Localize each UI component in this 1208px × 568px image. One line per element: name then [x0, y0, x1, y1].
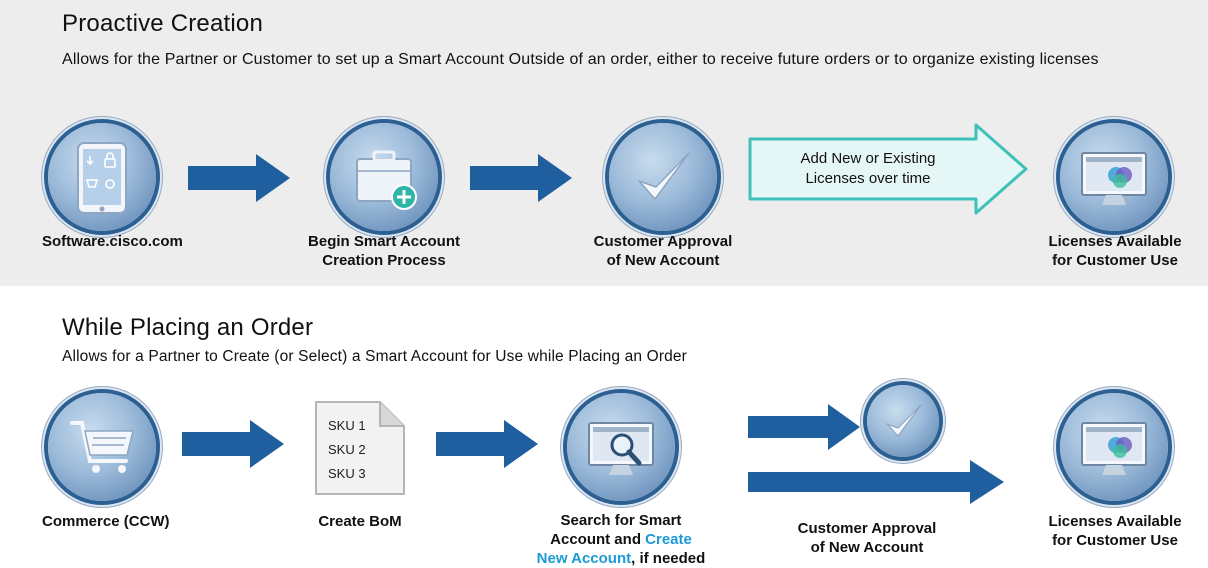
callout-line-1: Add New or Existing	[800, 150, 936, 167]
label-search-smart-account: Search for Smart Account and Create New …	[536, 512, 706, 567]
customer-approval-step	[609, 123, 717, 231]
checkmark-icon	[886, 404, 922, 437]
callout-text: Add New or Existing Licenses over time	[758, 149, 978, 189]
order-description: Allows for a Partner to Create (or Selec…	[62, 348, 687, 365]
arrow-3	[182, 420, 284, 468]
arrow-2	[470, 154, 572, 202]
monitor-icon	[1081, 422, 1147, 475]
sku-2: SKU 2	[328, 442, 366, 457]
licenses-available-step	[1060, 123, 1168, 231]
arrow-to-licenses	[748, 460, 1004, 504]
callout-line-2: Licenses over time	[805, 170, 931, 187]
proactive-description: Allows for the Partner or Customer to se…	[62, 51, 1099, 68]
licenses-available-step-2	[1060, 393, 1168, 501]
label-create-bom: Create BoM	[318, 513, 402, 530]
checkmark-icon	[638, 152, 690, 200]
tablet-icon	[77, 142, 127, 214]
bom-document-icon	[315, 401, 405, 495]
arrow-to-approval	[748, 404, 860, 450]
sku-3: SKU 3	[328, 466, 366, 481]
new-account-link[interactable]: New Account	[536, 550, 632, 567]
callout-arrow	[748, 123, 1028, 215]
order-title: While Placing an Order	[62, 314, 314, 341]
approval-check-step	[867, 385, 939, 457]
software-cisco-step	[48, 123, 156, 231]
sku-1: SKU 1	[328, 418, 366, 433]
create-account-link[interactable]: Create	[645, 531, 692, 548]
label-commerce: Commerce (CCW)	[42, 513, 170, 530]
shopping-cart-icon	[70, 421, 134, 473]
proactive-title: Proactive Creation	[62, 10, 264, 37]
monitor-icon	[1081, 152, 1147, 205]
proactive-panel	[0, 0, 1208, 286]
search-smart-account-step	[567, 393, 675, 501]
begin-smart-account-step	[330, 123, 438, 231]
commerce-step	[48, 393, 156, 501]
briefcase-add-icon	[356, 150, 417, 210]
arrow-4	[436, 420, 538, 468]
monitor-search-icon	[588, 422, 654, 475]
label-software-cisco: Software.cisco.com	[42, 233, 183, 250]
arrow-1	[188, 154, 290, 202]
